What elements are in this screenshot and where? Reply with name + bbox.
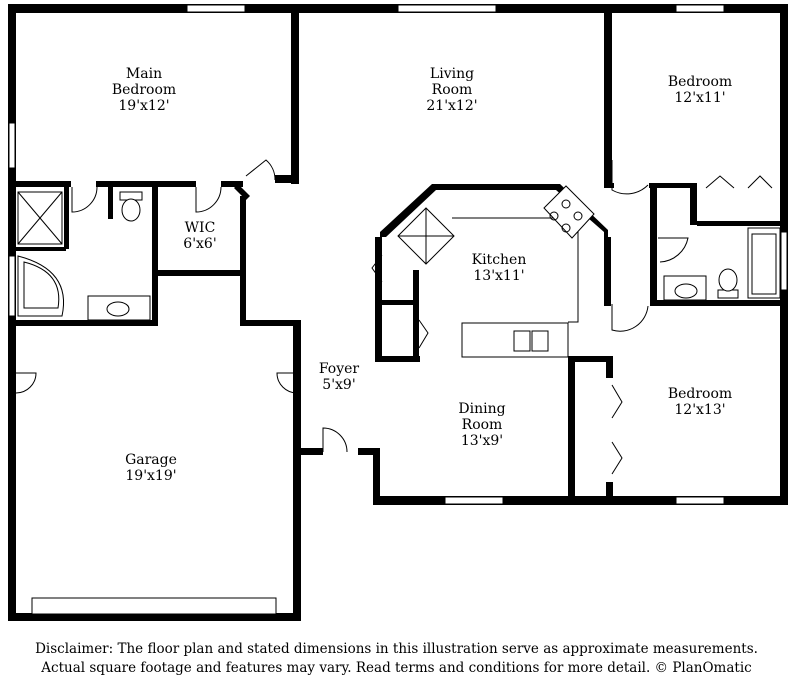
interior-walls (8, 4, 787, 505)
doors (15, 159, 773, 475)
disclaimer-line-1: Disclaimer: The floor plan and stated di… (35, 641, 758, 657)
windows (8, 4, 788, 615)
fixtures (17, 185, 781, 358)
disclaimer-line-2: Actual square footage and features may v… (41, 660, 752, 676)
